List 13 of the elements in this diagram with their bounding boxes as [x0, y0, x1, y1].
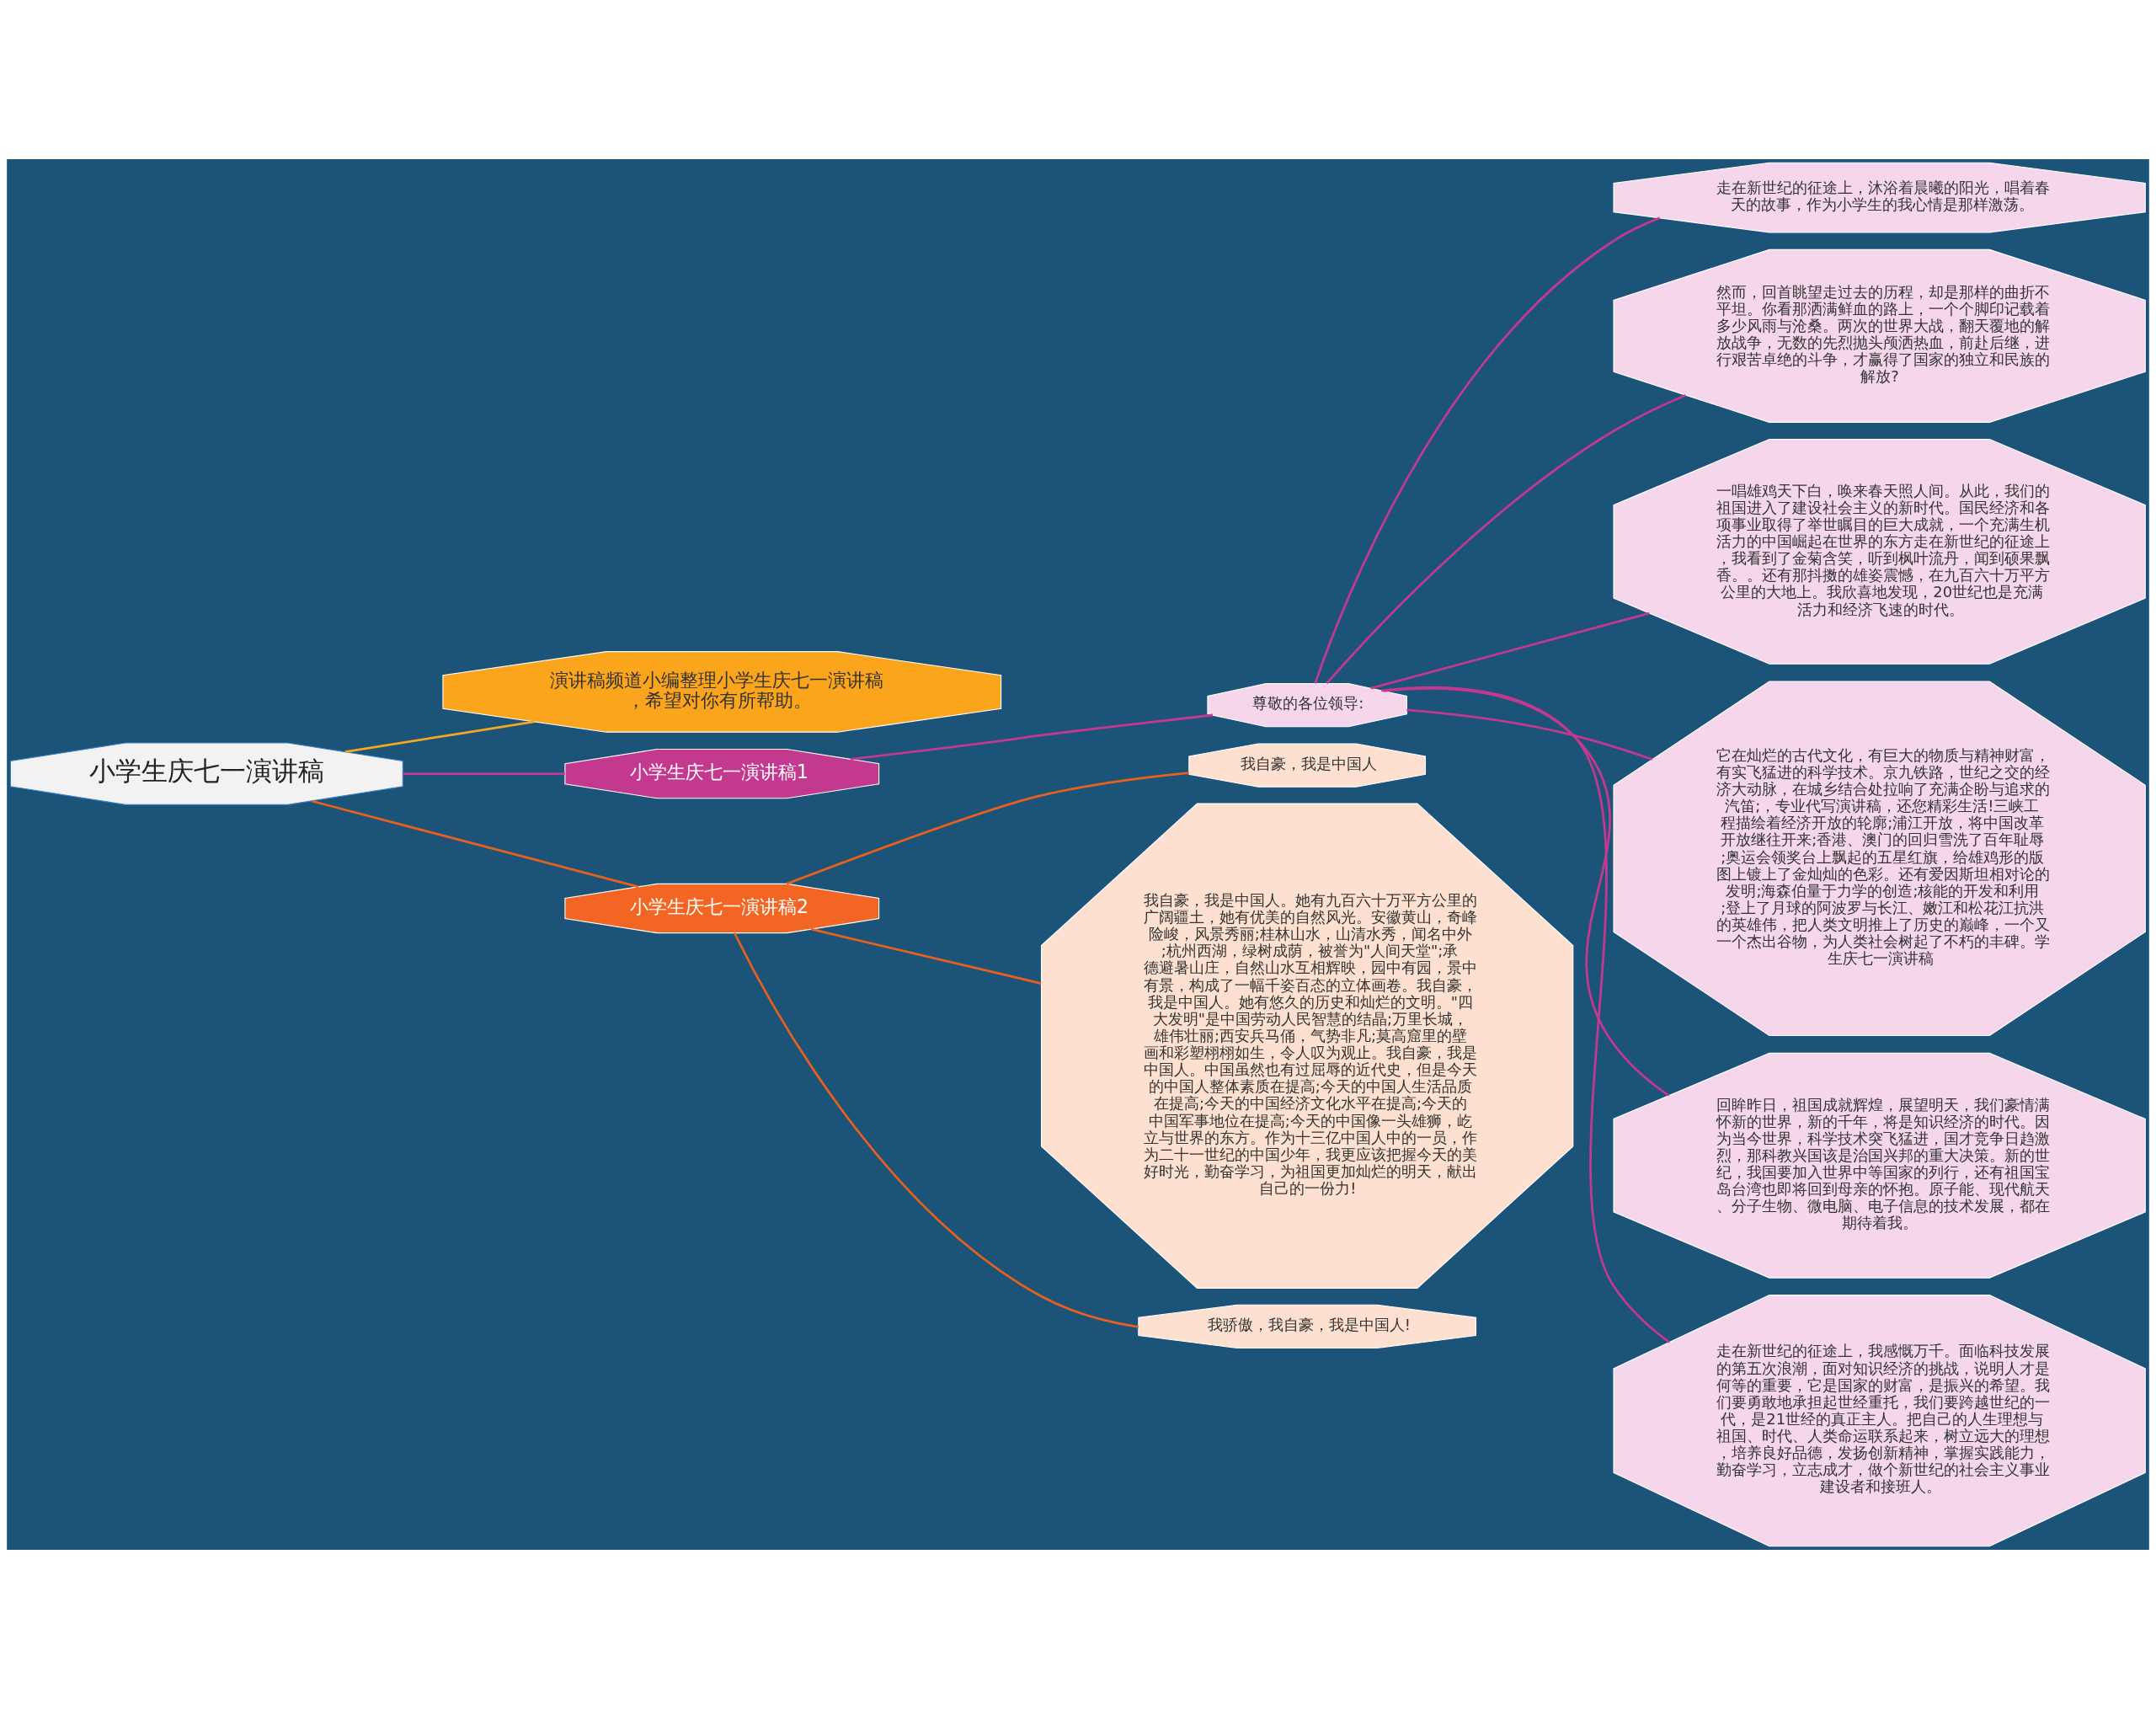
connector — [311, 799, 639, 889]
connector — [403, 772, 565, 776]
connector — [733, 932, 1139, 1328]
connector — [1383, 687, 1670, 1097]
connector — [1314, 216, 1661, 684]
connector — [1326, 393, 1686, 685]
connector — [810, 927, 1042, 985]
connector — [786, 772, 1189, 885]
connector — [1406, 708, 1653, 761]
connector — [344, 720, 535, 753]
connector — [1381, 686, 1670, 1343]
connector — [1370, 612, 1650, 690]
connector — [850, 713, 1214, 761]
